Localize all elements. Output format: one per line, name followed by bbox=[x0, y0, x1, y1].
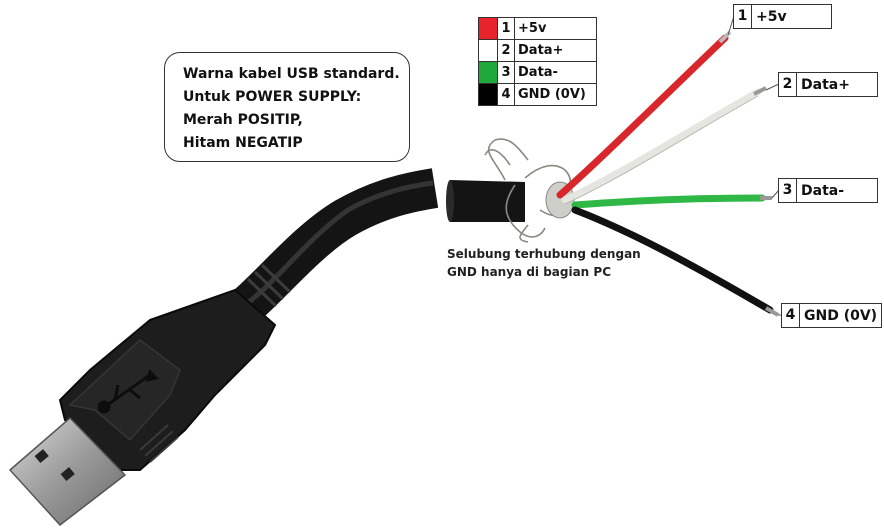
wire-green bbox=[571, 194, 766, 209]
note-line: Untuk POWER SUPPLY: bbox=[183, 89, 362, 105]
wire-tag-label: Data- bbox=[801, 182, 845, 199]
shield-note: Selubung terhubung dengan GND hanya di b… bbox=[447, 245, 641, 281]
wire-tag-num: 2 bbox=[779, 73, 797, 96]
wire-white bbox=[561, 88, 762, 204]
note-line: Hitam NEGATIP bbox=[183, 135, 303, 151]
cable-highlight bbox=[238, 180, 434, 311]
wire-white-tip bbox=[753, 86, 767, 96]
plug-grip-ridges bbox=[139, 424, 179, 463]
legend-row: 2 Data+ bbox=[478, 39, 597, 62]
legend-swatch-red bbox=[478, 17, 498, 40]
legend-label: Data- bbox=[514, 61, 597, 84]
legend-swatch-black bbox=[478, 83, 498, 106]
wire-tag-label: Data+ bbox=[801, 76, 850, 93]
connector-hole-1 bbox=[34, 449, 49, 464]
shield-note-line: GND hanya di bagian PC bbox=[447, 265, 612, 279]
color-legend-table: 1 +5v 2 Data+ 3 Data- 4 GND (0V) bbox=[478, 17, 597, 106]
usb-plug-face bbox=[68, 339, 181, 442]
wire-tag-2: 2 Data+ bbox=[778, 72, 878, 97]
wire-tag-1: 1 +5v bbox=[733, 4, 832, 29]
wire-tag-num: 1 bbox=[734, 5, 752, 28]
legend-label: Data+ bbox=[514, 39, 597, 62]
wire-tag-num: 3 bbox=[779, 179, 797, 202]
wire-red bbox=[556, 34, 729, 199]
legend-label: GND (0V) bbox=[514, 83, 597, 106]
legend-swatch-green bbox=[478, 61, 498, 84]
note-line: Merah POSITIP, bbox=[183, 112, 303, 128]
cable-body bbox=[218, 168, 439, 336]
leader-lines bbox=[727, 15, 782, 316]
legend-row: 3 Data- bbox=[478, 61, 597, 84]
wire-black bbox=[571, 206, 774, 314]
usb-logo-icon bbox=[97, 369, 159, 414]
wire-black-tip bbox=[764, 306, 780, 317]
legend-row: 4 GND (0V) bbox=[478, 83, 597, 106]
legend-row: 1 +5v bbox=[478, 17, 597, 40]
note-line: Warna kabel USB standard. bbox=[183, 66, 400, 82]
legend-num: 4 bbox=[497, 83, 515, 106]
legend-num: 2 bbox=[497, 39, 515, 62]
wire-tag-label: +5v bbox=[756, 8, 787, 25]
legend-label: +5v bbox=[514, 17, 597, 40]
legend-swatch-white bbox=[478, 39, 498, 62]
cable-cut-rim bbox=[446, 180, 454, 222]
info-note-box: Warna kabel USB standard. Untuk POWER SU… bbox=[164, 52, 410, 162]
wire-tag-3: 3 Data- bbox=[778, 178, 878, 203]
wire-tag-num: 4 bbox=[782, 304, 800, 327]
legend-num: 3 bbox=[497, 61, 515, 84]
legend-num: 1 bbox=[497, 17, 515, 40]
wire-white-edge bbox=[564, 95, 759, 205]
wire-tag-label: GND (0V) bbox=[804, 307, 878, 324]
shield-note-line: Selubung terhubung dengan bbox=[447, 247, 641, 261]
wire-tag-4: 4 GND (0V) bbox=[781, 303, 882, 328]
connector-hole-2 bbox=[60, 467, 75, 482]
cable-strain-relief bbox=[246, 263, 292, 308]
